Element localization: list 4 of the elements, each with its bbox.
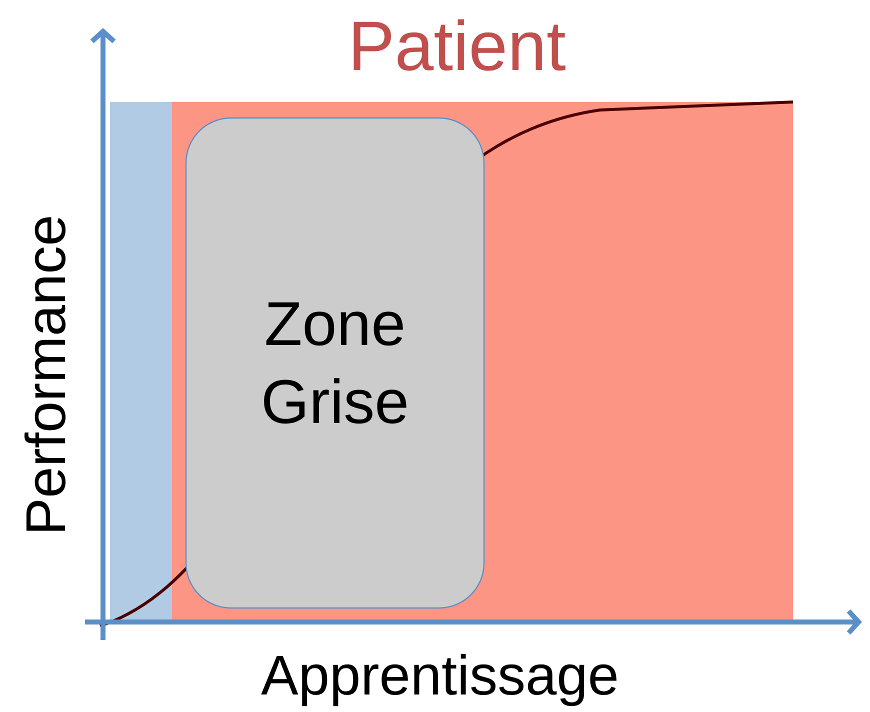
- title: Patient: [354, 19, 566, 71]
- rounded-box: Zone Grise: [185, 117, 485, 609]
- axis-label: Apprentissage: [261, 654, 616, 706]
- axis-label: Performance: [24, 217, 66, 531]
